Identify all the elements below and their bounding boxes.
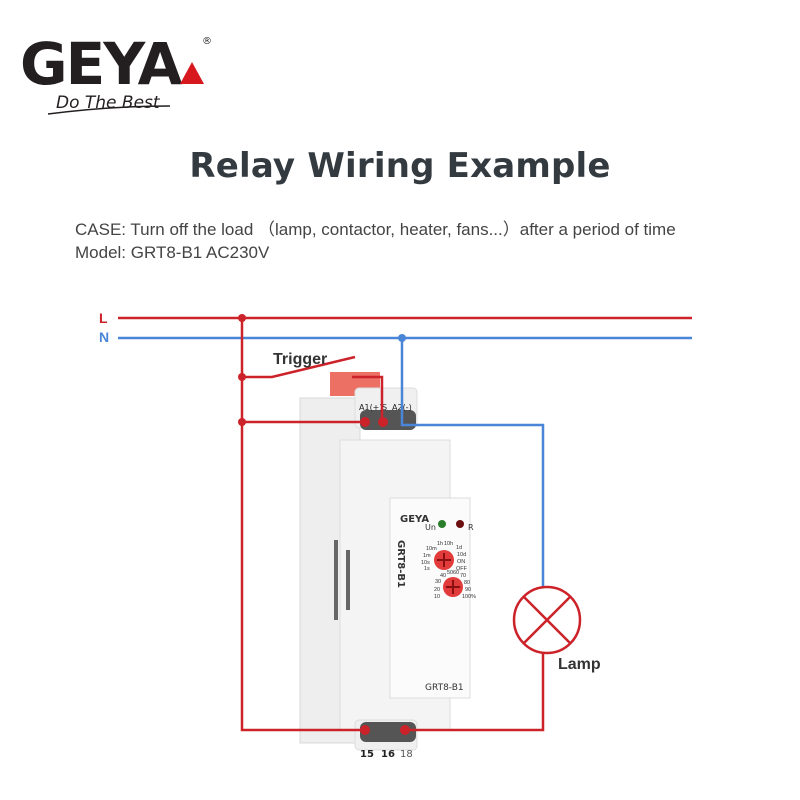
device-brand: GEYA bbox=[400, 514, 429, 525]
svg-text:1s: 1s bbox=[424, 566, 430, 572]
svg-text:10h: 10h bbox=[444, 541, 453, 547]
page-title: Relay Wiring Example bbox=[189, 146, 611, 186]
label-trigger: Trigger bbox=[273, 351, 327, 368]
svg-text:10d: 10d bbox=[457, 552, 466, 558]
terminal-s: S bbox=[382, 403, 387, 412]
relay-device: GRT8-B1 GEYA Un R 1s 10s 1m 10m 1h 10h 1… bbox=[299, 372, 476, 760]
logo-registered: ® bbox=[202, 36, 212, 47]
device-model: GRT8-B1 bbox=[425, 683, 464, 693]
case-line: CASE: Turn off the load （lamp, contactor… bbox=[75, 220, 676, 239]
svg-text:40: 40 bbox=[440, 573, 446, 579]
led-label-un: Un bbox=[425, 523, 436, 532]
trigger-wire bbox=[242, 355, 356, 379]
svg-text:30: 30 bbox=[435, 579, 441, 585]
svg-text:10s: 10s bbox=[421, 560, 430, 566]
lamp-return-wire bbox=[405, 653, 545, 732]
svg-text:20: 20 bbox=[434, 587, 440, 593]
logo-brand: GEYA bbox=[20, 30, 183, 98]
geya-logo: GEYA ® Do The Best bbox=[20, 28, 220, 122]
svg-text:90: 90 bbox=[465, 587, 471, 593]
logo-tagline: Do The Best bbox=[56, 93, 161, 113]
terminal-16: 16 bbox=[381, 749, 395, 760]
svg-text:10m: 10m bbox=[426, 546, 437, 552]
label-lamp: Lamp bbox=[558, 656, 601, 673]
trigger-to-s bbox=[352, 375, 384, 420]
svg-text:1d: 1d bbox=[456, 545, 462, 551]
svg-text:1m: 1m bbox=[423, 553, 431, 559]
svg-text:60: 60 bbox=[453, 570, 459, 576]
svg-text:80: 80 bbox=[464, 580, 470, 586]
svg-text:10: 10 bbox=[434, 594, 440, 600]
model-line: Model: GRT8-B1 AC230V bbox=[75, 243, 270, 262]
r-led-icon bbox=[456, 520, 464, 528]
percent-dial-labels: 10 20 30 40 50 60 70 80 90 100% bbox=[434, 570, 476, 600]
device-side-model: GRT8-B1 bbox=[395, 540, 406, 588]
svg-text:1h: 1h bbox=[437, 541, 443, 547]
svg-text:ON: ON bbox=[457, 559, 465, 565]
live-drop bbox=[240, 318, 365, 732]
svg-text:50: 50 bbox=[447, 570, 453, 576]
svg-text:OFF: OFF bbox=[456, 566, 468, 572]
a2-neutral-wire bbox=[400, 338, 545, 588]
lamp-icon bbox=[512, 585, 582, 655]
time-dial-labels: 1s 10s 1m 10m 1h 10h 1d 10d ON OFF bbox=[421, 541, 468, 572]
percent-dial-label-100: 100% bbox=[462, 594, 476, 600]
label-L: L bbox=[99, 310, 108, 326]
terminal-a1: A1(+) bbox=[359, 403, 383, 412]
terminal-15: 15 bbox=[360, 749, 374, 760]
terminal-18: 18 bbox=[400, 749, 413, 760]
case-description: CASE: Turn off the load （lamp, contactor… bbox=[75, 218, 676, 264]
label-N: N bbox=[99, 329, 109, 345]
svg-text:70: 70 bbox=[460, 573, 466, 579]
led-label-r: R bbox=[468, 523, 474, 532]
un-led-icon bbox=[438, 520, 446, 528]
